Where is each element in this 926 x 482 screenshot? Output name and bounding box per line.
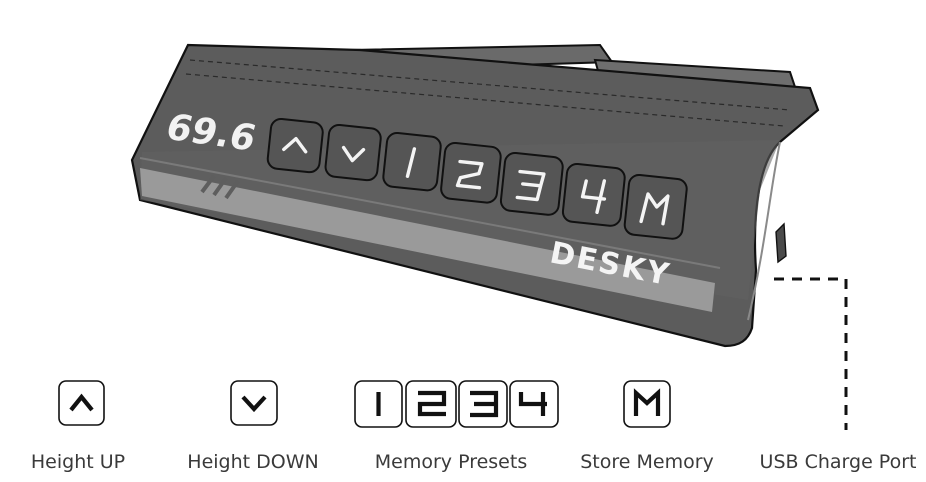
- panel-key-2[interactable]: [440, 141, 502, 204]
- label-store-memory: Store Memory: [580, 451, 714, 473]
- panel-key-4[interactable]: [561, 162, 626, 227]
- panel-key-up[interactable]: [266, 117, 324, 174]
- brand-stripe: [140, 168, 715, 312]
- panel-keys: [266, 117, 688, 240]
- usb-leader-line: [774, 277, 848, 430]
- legend-preset-icons: [354, 380, 559, 428]
- label-height-up: Height UP: [31, 451, 125, 473]
- panel-key-down[interactable]: [324, 123, 382, 182]
- label-usb-charge-port: USB Charge Port: [760, 451, 917, 473]
- panel-key-1[interactable]: [382, 131, 442, 192]
- preset-4-icon: [509, 380, 559, 428]
- panel-key-m[interactable]: [623, 173, 688, 240]
- panel-key-3[interactable]: [499, 151, 564, 216]
- preset-2-icon: [405, 380, 457, 428]
- legend-up-icon: [58, 380, 105, 426]
- legend-down-icon: [230, 380, 278, 426]
- label-memory-presets: Memory Presets: [375, 451, 527, 473]
- legend-memory-icon: [623, 380, 671, 428]
- preset-3-icon: [458, 380, 508, 428]
- preset-1-icon: [354, 380, 403, 428]
- label-height-down: Height DOWN: [187, 451, 318, 473]
